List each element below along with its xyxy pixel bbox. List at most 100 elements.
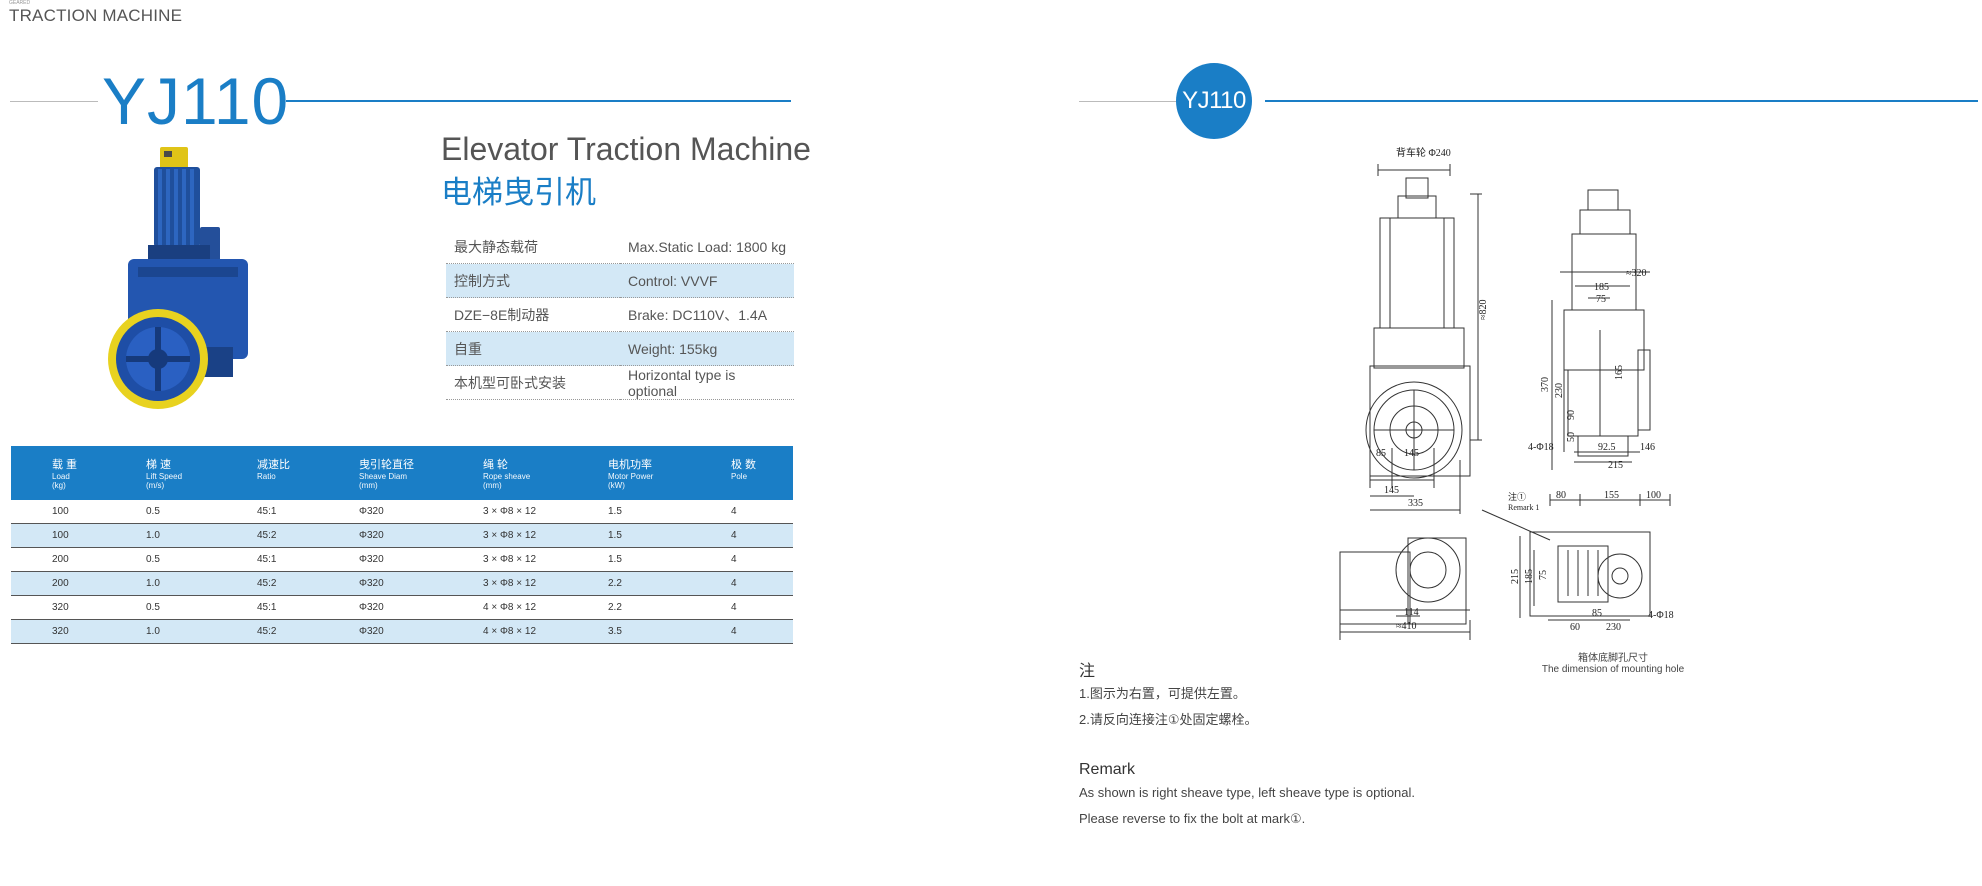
cell: 320 [11, 595, 146, 620]
caption-en: The dimension of mounting hole [1541, 664, 1685, 675]
cell: 4 [731, 595, 793, 620]
dim-label: 100 [1646, 490, 1661, 501]
dim-label: 4-Φ18 [1648, 610, 1674, 621]
cell: 3 × Φ8 × 12 [483, 547, 608, 572]
cell: 2.2 [608, 571, 731, 596]
dim-label: 85 [1592, 608, 1602, 619]
cell: 4 [731, 547, 793, 572]
spec-value: Control: VVVF [620, 263, 794, 298]
cell: 45:1 [257, 500, 359, 524]
cell: 3 × Φ8 × 12 [483, 500, 608, 524]
header-en: Motor Power [608, 472, 654, 481]
cell: 4 × Φ8 × 12 [483, 595, 608, 620]
dim-label: 230 [1554, 383, 1565, 398]
spec-label: 最大静态载荷 [446, 230, 620, 264]
dim-label: 80 [1556, 490, 1566, 501]
mark-label-en: Remark 1 [1508, 503, 1539, 512]
spec-value: Max.Static Load: 1800 kg [620, 230, 794, 264]
dim-label: 145 [1404, 448, 1419, 459]
dim-label: 114 [1404, 607, 1419, 618]
header-zh: 载 重 [52, 459, 78, 471]
header-en: Ratio [257, 472, 276, 481]
dim-label: ≈320 [1626, 268, 1647, 279]
header-zh: 电机功率 [608, 459, 652, 471]
header-unit: (mm) [483, 481, 502, 490]
header-zh: 减速比 [257, 459, 290, 471]
technical-drawing: 背车轮 Φ240 ≈820 85 145 145 335 ≈320 185 75… [1339, 146, 1674, 640]
dim-height: ≈820 [1478, 300, 1489, 321]
cell: 100 [11, 523, 146, 548]
divider-right-thin [1079, 101, 1177, 102]
cell: 100 [11, 500, 146, 524]
dim-label: 75 [1538, 570, 1549, 580]
cell: Φ320 [359, 523, 483, 548]
note-item: 1.图示为右置，可提供左置。 [1079, 686, 1246, 701]
cell: 320 [11, 619, 146, 644]
traction-machine-image [108, 147, 278, 427]
dim-label: 185 [1524, 569, 1535, 584]
header-en: Pole [731, 472, 748, 481]
cell: 200 [11, 547, 146, 572]
product-title-en: Elevator Traction Machine [441, 131, 811, 167]
cell: 4 [731, 571, 793, 596]
header-zh: 梯 速 [146, 459, 172, 471]
note-item: 2.请反向连接注①处固定螺栓。 [1079, 712, 1258, 727]
cell: 45:2 [257, 523, 359, 548]
remark-title: Remark [1079, 761, 1136, 778]
header-unit: (kW) [608, 481, 625, 490]
header-en: Rope sheave [483, 472, 531, 481]
dim-label: 165 [1614, 365, 1625, 380]
cell: 4 × Φ8 × 12 [483, 619, 608, 644]
model-badge: YJ110 [1176, 63, 1252, 139]
header-en: Load [52, 472, 70, 481]
product-title-cn: 电梯曳引机 [441, 175, 596, 211]
cell: 3 × Φ8 × 12 [483, 571, 608, 596]
caption-zh: 箱体底脚孔尺寸 [1578, 653, 1648, 664]
cell: 4 [731, 523, 793, 548]
cell: 0.5 [146, 547, 257, 572]
header-en: Sheave Diam [359, 472, 408, 481]
cell: 45:2 [257, 571, 359, 596]
header-zh: 曳引轮直径 [359, 459, 414, 471]
dim-label: 92.5 [1598, 442, 1616, 453]
cell: Φ320 [359, 619, 483, 644]
category-small-label: GEARED [9, 0, 31, 6]
dim-label: 4-Φ18 [1528, 442, 1554, 453]
header-en: Lift Speed [146, 472, 183, 481]
dim-brake-wheel: 背车轮 Φ240 [1396, 146, 1451, 159]
cell: 3 × Φ8 × 12 [483, 523, 608, 548]
spec-label: 控制方式 [446, 263, 620, 298]
dim-label: 90 [1566, 410, 1577, 420]
dim-label: 85 [1376, 448, 1386, 459]
cell: 1.5 [608, 500, 731, 524]
model-heading: YJ110 [102, 64, 290, 138]
mounting-hole-caption: 箱体底脚孔尺寸 The dimension of mounting hole [1515, 649, 1711, 675]
dim-label: 335 [1408, 498, 1423, 509]
cell: Φ320 [359, 500, 483, 524]
header-zh: 绳 轮 [483, 459, 509, 471]
cell: 1.5 [608, 547, 731, 572]
cell: 1.5 [608, 523, 731, 548]
divider-right-blue [1265, 100, 1978, 102]
dim-label: 50 [1566, 432, 1577, 442]
cell: 1.0 [146, 523, 257, 548]
mark-label-zh: 注① [1508, 491, 1526, 502]
cell: 0.5 [146, 500, 257, 524]
header-unit: (m/s) [146, 481, 165, 490]
cell: 3.5 [608, 619, 731, 644]
